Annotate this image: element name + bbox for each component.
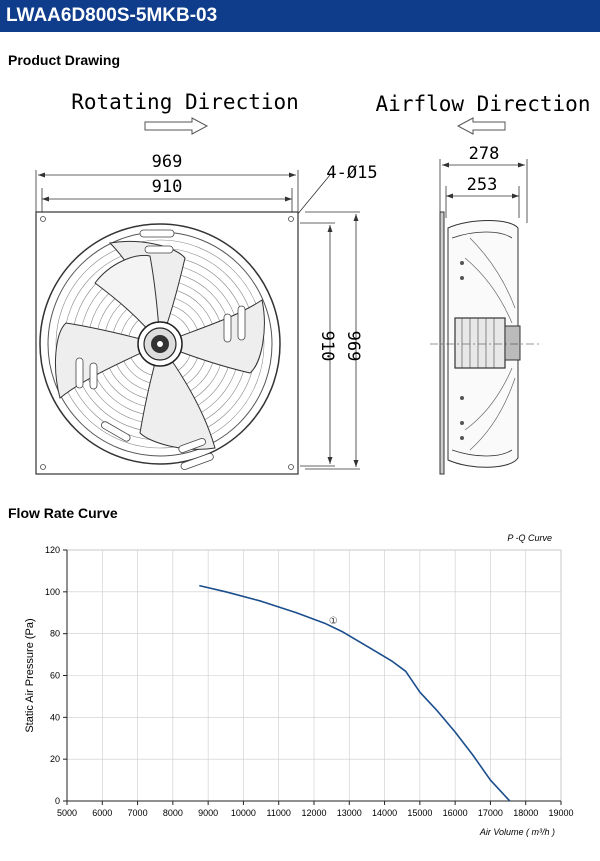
flow-rate-chart: 5000 6000 7000 8000 9000 10000 11000 12000 13000… bbox=[24, 533, 574, 837]
y-tick-label: 80 bbox=[50, 629, 60, 639]
dim-inner-height: 910 bbox=[317, 331, 337, 362]
chart-title: P -Q Curve bbox=[507, 533, 552, 543]
x-tick-label: 7000 bbox=[128, 808, 148, 818]
x-tick-label: 9000 bbox=[198, 808, 218, 818]
y-tick-label: 40 bbox=[50, 712, 60, 722]
fan-blades bbox=[54, 240, 265, 450]
y-tick-label: 120 bbox=[45, 545, 60, 555]
dim-inner-width: 910 bbox=[152, 177, 183, 197]
x-tick-label: 6000 bbox=[92, 808, 112, 818]
x-tick-label: 18000 bbox=[513, 808, 538, 818]
dim-depth-inner: 253 bbox=[467, 175, 498, 195]
y-tick-label: 60 bbox=[50, 671, 60, 681]
dim-holes: 4-Ø15 bbox=[326, 163, 377, 183]
dim-outer-width: 969 bbox=[152, 152, 183, 172]
y-tick-label: 0 bbox=[55, 796, 60, 806]
x-tick-label: 13000 bbox=[337, 808, 362, 818]
fan-side-view bbox=[430, 211, 540, 475]
side-arrowheads bbox=[442, 162, 525, 199]
mounting-hole-icon bbox=[40, 216, 294, 470]
x-tick-label: 15000 bbox=[407, 808, 432, 818]
flow-rate-curve-heading: Flow Rate Curve bbox=[8, 505, 118, 521]
y-tick-label: 20 bbox=[50, 754, 60, 764]
dim-depth-outer: 278 bbox=[469, 144, 500, 164]
curve-annotation: ① bbox=[329, 616, 338, 627]
series-line bbox=[199, 584, 511, 802]
rotating-direction-label: Rotating Direction bbox=[71, 90, 299, 114]
x-tick-label: 14000 bbox=[372, 808, 397, 818]
y-tick-label: 100 bbox=[45, 587, 60, 597]
airflow-direction-label: Airflow Direction bbox=[376, 92, 591, 116]
x-tick-label: 11000 bbox=[267, 808, 291, 818]
x-tick-label: 10000 bbox=[231, 808, 256, 818]
product-drawing-heading: Product Drawing bbox=[8, 52, 121, 68]
x-tick-label: 5000 bbox=[57, 808, 77, 818]
x-axis-label: Air Volume ( m³/h ) bbox=[479, 827, 555, 837]
product-drawing: Rotating Direction Airflow Direction 969… bbox=[35, 90, 591, 475]
rotating-arrow-icon bbox=[144, 117, 209, 135]
x-tick-label: 8000 bbox=[163, 808, 183, 818]
x-tick-label: 17000 bbox=[478, 808, 503, 818]
x-tick-label: 19000 bbox=[548, 808, 573, 818]
airflow-arrow-icon bbox=[456, 117, 506, 135]
y-axis-label: Static Air Pressure (Pa) bbox=[24, 618, 36, 732]
guard-slots bbox=[75, 229, 246, 470]
x-tick-label: 16000 bbox=[443, 808, 468, 818]
page-title: LWAA6D800S-5MKB-03 bbox=[0, 0, 600, 32]
x-tick-label: 12000 bbox=[301, 808, 326, 818]
fan-front-view bbox=[35, 211, 299, 475]
dim-outer-height: 969 bbox=[343, 331, 363, 362]
